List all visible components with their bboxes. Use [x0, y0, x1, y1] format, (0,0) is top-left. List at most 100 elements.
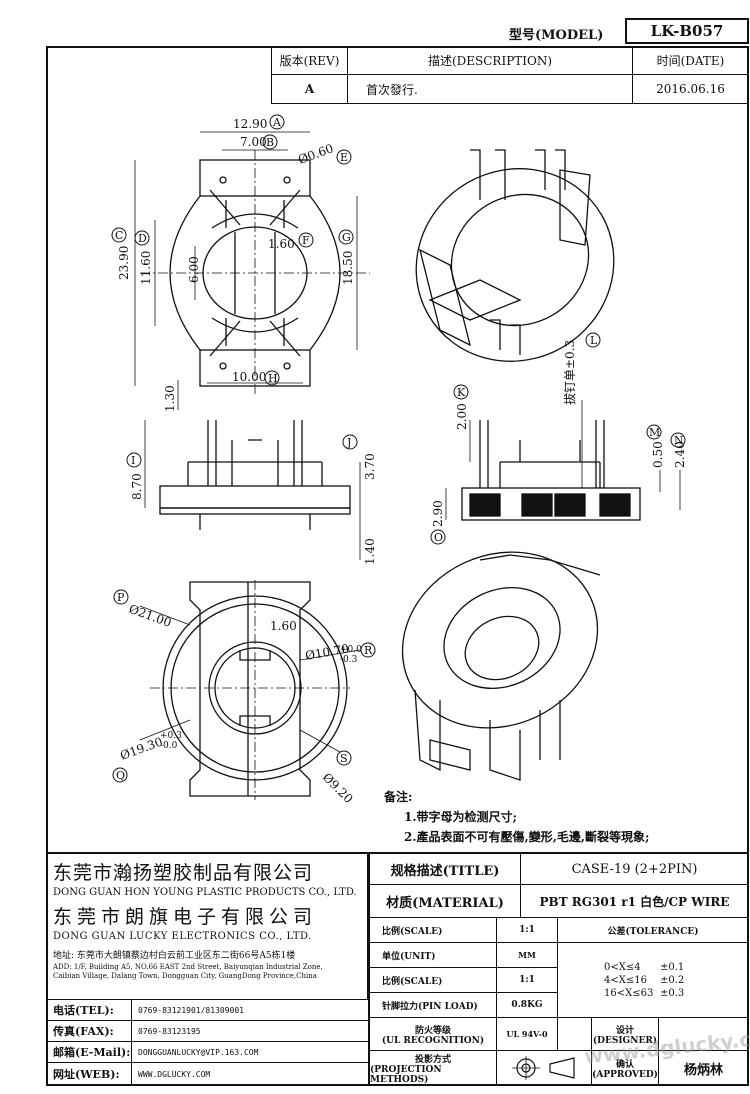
dim-2-40: 2.40 [673, 441, 687, 468]
svg-text:N: N [674, 434, 684, 447]
material-label: 材质(MATERIAL) [369, 884, 521, 918]
drawing-canvas: 12.90 7.00 Ø0.60 23.90 11.60 6.00 1.60 1… [111, 114, 687, 806]
company-address-en-2: Caibian Village, Dalang Town, Dongguan C… [53, 972, 317, 980]
title-value: CASE-19 (2+2PIN) [520, 853, 749, 885]
designer-label-en: (DESIGNER) [592, 1035, 658, 1046]
dim-1-60-bottom: 1.60 [270, 619, 297, 633]
contact-web-value: WWW.DGLUCKY.COM [131, 1062, 369, 1086]
isometric-view-bottom [401, 551, 601, 781]
scale-label-2: 比例(SCALE) [369, 967, 497, 993]
ul-label: 防火等级 (UL RECOGNITION) [369, 1017, 497, 1051]
unit-label: 单位(UNIT) [369, 942, 497, 968]
tolerance-row: 0<X≤4±0.1 [604, 961, 685, 973]
svg-text:G: G [342, 231, 351, 244]
dim-19-30-tol-minus: -0.0 [160, 741, 178, 751]
unit-value: MM [496, 942, 558, 968]
svg-text:F: F [302, 234, 310, 247]
approved-label-en: (APPROVED) [592, 1069, 658, 1080]
dim-11-60: 11.60 [139, 251, 153, 285]
material-value: PBT RG301 r1 白色/CP WIRE [520, 884, 749, 918]
svg-text:B: B [266, 136, 274, 149]
note-1: 1.带字母为检测尺寸; [404, 810, 517, 824]
scale-value-2: 1:1 [496, 967, 558, 993]
svg-text:R: R [364, 644, 373, 657]
model-label: 型号(MODEL) [509, 28, 604, 43]
dim-6-00: 6.00 [187, 256, 201, 283]
dim-3-70: 3.70 [363, 453, 377, 480]
company-name-en-1: DONG GUAN HON YOUNG PLASTIC PRODUCTS CO.… [53, 887, 357, 898]
dim-1-30: 1.30 [163, 385, 177, 412]
tolerance-row: 16<X≤63±0.3 [604, 987, 685, 999]
svg-text:P: P [117, 591, 125, 604]
svg-text:Q: Q [116, 769, 125, 782]
ul-label-en: (UL RECOGNITION) [381, 1035, 485, 1046]
note-2: 2.產品表面不可有壓傷,變形,毛邊,斷裂等現象; [404, 830, 650, 844]
side-view [159, 420, 351, 530]
contact-tel-value: 0769-83121901/81309001 [131, 999, 369, 1021]
company-name-cn-2: 东莞市朗旗电子有限公司 [53, 906, 318, 928]
designer-label-cn: 设计 [615, 1025, 634, 1036]
svg-text:S: S [340, 752, 348, 765]
dim-8-70: 8.70 [130, 473, 144, 500]
date-value: 2016.06.16 [632, 74, 749, 104]
dim-0-50: 0.50 [651, 441, 665, 468]
ul-label-cn: 防火等级 [414, 1025, 451, 1036]
notes-title: 备注: [384, 790, 413, 804]
contact-web-label: 网址(WEB): [46, 1062, 132, 1086]
pin-load-label: 针脚拉力(PIN LOAD) [369, 992, 497, 1018]
dim-9-20: Ø9.20 [320, 770, 356, 806]
company-name-cn-1: 东莞市瀚扬塑胶制品有限公司 [53, 862, 314, 884]
tolerance-row: 4<X≤16±0.2 [604, 974, 685, 986]
tolerance-table: 0<X≤4±0.1 4<X≤16±0.2 16<X≤63±0.3 [557, 942, 749, 1018]
contact-fax-label: 传真(FAX): [46, 1020, 132, 1042]
dim-10-70-tol-plus: +0.0 [340, 645, 362, 655]
contact-email-value: DONGGUANLUCKY@VIP.163.COM [131, 1041, 369, 1063]
projection-icon [512, 1056, 575, 1080]
section-view [461, 420, 641, 521]
dim-pull-tolerance: 拔钉单±0.3 [562, 340, 577, 405]
contact-fax-value: 0769-83123195 [131, 1020, 369, 1042]
projection-label-cn: 投影方式 [414, 1054, 451, 1065]
company-address-en-1: ADD: 1/F, Building A5, NO.66 EAST 2nd St… [53, 963, 323, 971]
dim-2-90: 2.90 [431, 500, 445, 527]
svg-text:C: C [115, 229, 123, 242]
projection-label: 投影方式 (PROJECTION METHODS) [369, 1050, 497, 1086]
dim-1-40: 1.40 [363, 538, 377, 565]
dim-12-90: 12.90 [233, 117, 267, 131]
dim-10-70-tol-minus: -0.3 [340, 655, 358, 665]
dim-23-90: 23.90 [117, 246, 131, 280]
svg-text:K: K [457, 386, 466, 399]
title-label: 规格描述(TITLE) [369, 853, 521, 885]
svg-text:L: L [590, 334, 598, 347]
svg-text:M: M [649, 426, 660, 439]
svg-text:O: O [434, 531, 443, 544]
projection-label-en: (PROJECTION METHODS) [370, 1064, 442, 1085]
dim-0-60: Ø0.60 [296, 141, 335, 167]
isometric-view-top [415, 149, 615, 362]
pin-load-value: 0.8KG [496, 992, 558, 1018]
company-name-en-2: DONG GUAN LUCKY ELECTRONICS CO., LTD. [53, 931, 312, 942]
dim-1-60-top: 1.60 [268, 237, 295, 251]
dim-2-00: 2.00 [455, 403, 469, 430]
dim-7-00: 7.00 [240, 135, 267, 149]
tolerance-title: 公差(TOLERANCE) [557, 917, 749, 943]
dim-19-30: Ø19.30 [118, 735, 164, 763]
contact-email-label: 邮箱(E-Mail): [46, 1041, 132, 1063]
projection-symbol [496, 1050, 592, 1086]
svg-text:A: A [272, 116, 282, 129]
approved-label-cn: 确认 [615, 1059, 634, 1070]
company-box: 东莞市瀚扬塑胶制品有限公司 DONG GUAN HON YOUNG PLASTI… [46, 853, 369, 1000]
ul-value: UL 94V-0 [496, 1017, 558, 1051]
svg-text:D: D [138, 232, 147, 245]
svg-text:E: E [340, 151, 348, 164]
dim-19-30-tol-plus: +0.3 [160, 731, 182, 741]
bottom-view [162, 581, 348, 797]
company-address-cn: 地址: 东莞市大朗镇蔡边村白云前工业区东二街66号A5栋1楼 [53, 951, 296, 961]
svg-text:H: H [268, 372, 278, 385]
model-value: LK-B057 [625, 18, 749, 44]
scale-label: 比例(SCALE) [369, 917, 497, 943]
svg-text:I: I [131, 454, 135, 467]
contact-tel-label: 电话(TEL): [46, 999, 132, 1021]
scale-value: 1:1 [496, 917, 558, 943]
approved-value: 杨炳林 [658, 1050, 749, 1086]
